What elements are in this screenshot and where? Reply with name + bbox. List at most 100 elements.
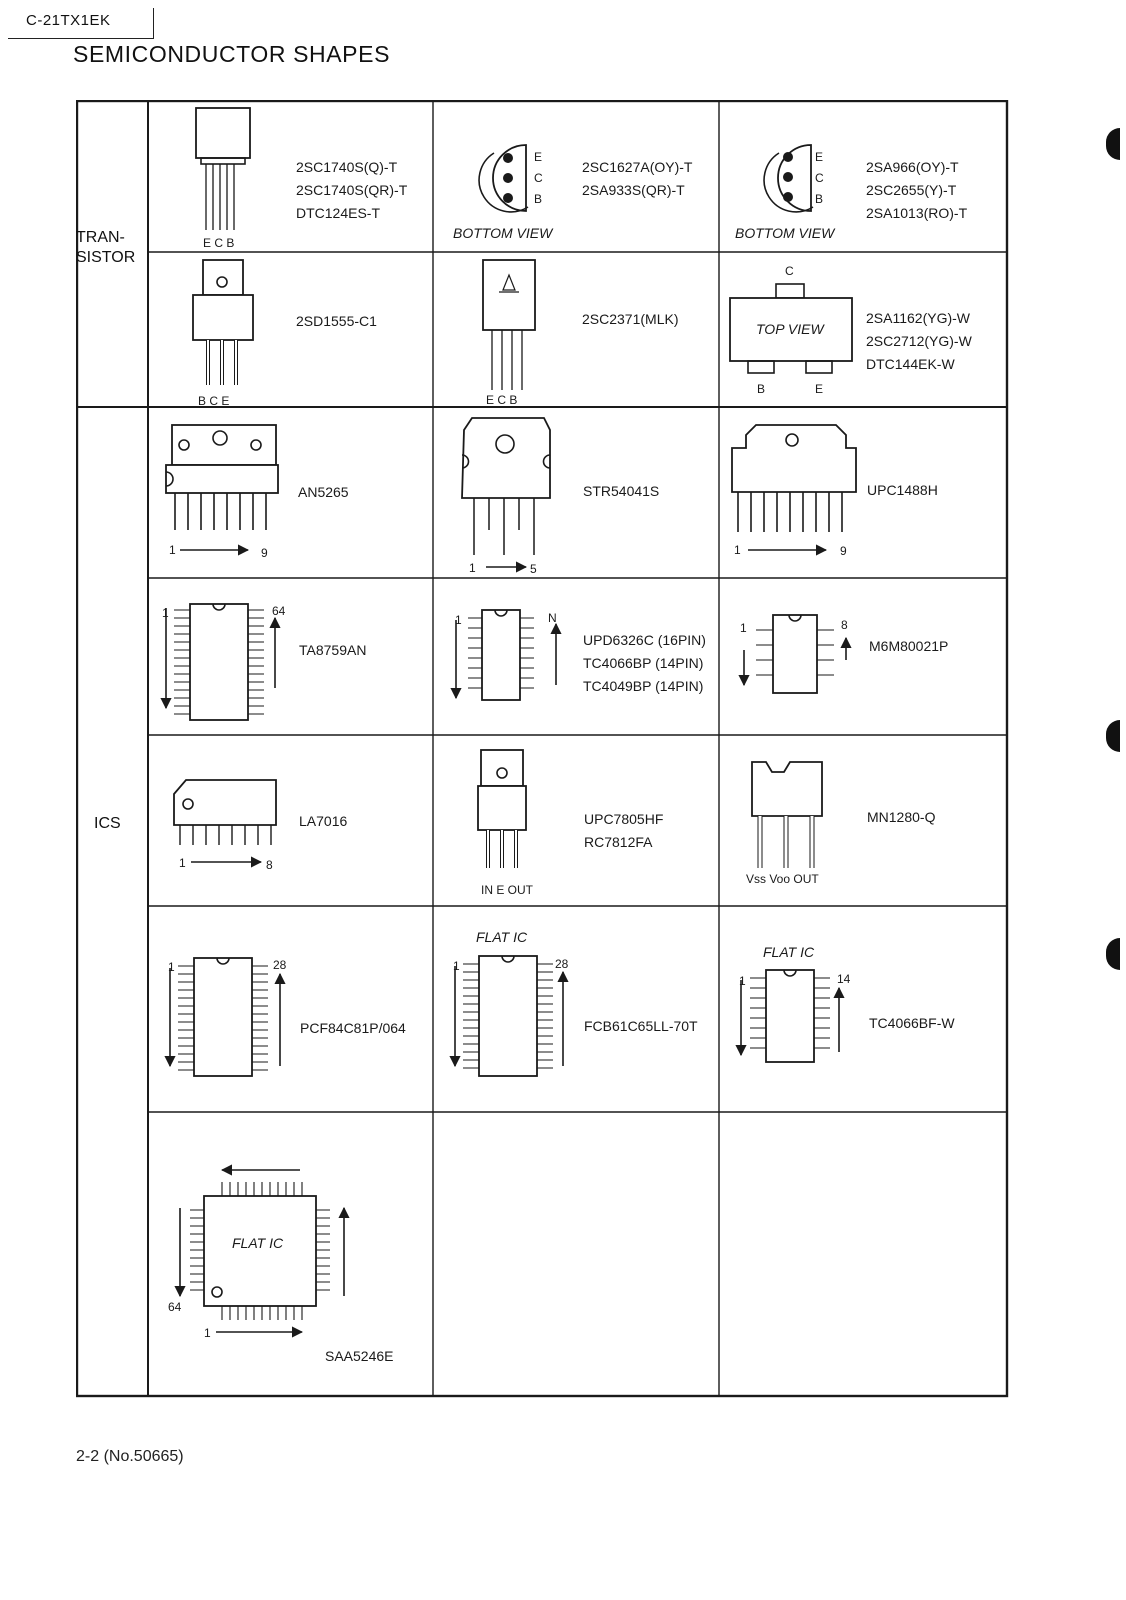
pin-labels-c14: IN E OUT [481, 883, 534, 897]
dip-8pin-drawing [738, 614, 852, 694]
part-number: 2SA1013(RO)-T [866, 205, 968, 221]
part-number: STR54041S [583, 483, 660, 499]
part-list-c4: 2SD1555-C1 [296, 310, 377, 333]
binder-hole-mark [1106, 938, 1120, 970]
part-number: DTC124ES-T [296, 205, 381, 221]
dip-n-pin-drawing [450, 609, 562, 701]
table-grid [76, 100, 1009, 1398]
part-list-c12: M6M80021P [869, 635, 948, 658]
pin-labels-c4: B C E [198, 394, 230, 408]
part-number: 2SC2712(YG)-W [866, 333, 972, 349]
part-list-c8: STR54041S [583, 480, 659, 503]
part-list-c18: TC4066BF-W [869, 1012, 955, 1035]
pin-last-c11: N [548, 611, 557, 625]
pin-label-b: B [815, 192, 824, 206]
sot23-top-view-drawing [729, 283, 853, 374]
semiconductor-drawings [76, 100, 1009, 1398]
view-label-c2: BOTTOM VIEW [453, 225, 553, 241]
sip-3pin-drawing [751, 761, 823, 868]
part-number: PCF84C81P/064 [300, 1020, 406, 1036]
part-number: UPC7805HF [584, 811, 664, 827]
part-list-c14: UPC7805HF RC7812FA [584, 808, 663, 854]
part-list-c11: UPD6326C (16PIN) TC4066BP (14PIN) TC4049… [583, 629, 706, 698]
pin-first-c17: 1 [453, 959, 460, 973]
qfp-64pin-drawing [174, 1164, 350, 1338]
part-number: 2SA933S(QR)-T [582, 182, 685, 198]
dip-64pin-drawing [160, 603, 281, 721]
page-title: SEMICONDUCTOR SHAPES [73, 41, 391, 67]
group-label-line: SISTOR [76, 249, 136, 266]
view-label-c6: TOP VIEW [756, 321, 824, 337]
to92-bottom-view-drawing [478, 144, 529, 213]
part-number: FCB61C65LL-70T [584, 1018, 698, 1034]
pin-label-b: B [757, 382, 766, 396]
part-number: TC4066BP (14PIN) [583, 655, 704, 671]
part-list-c10: TA8759AN [299, 639, 366, 662]
part-list-c19: SAA5246E [325, 1345, 394, 1368]
pin-last-c18: 14 [837, 972, 851, 986]
pin-last-c10: 64 [272, 604, 286, 618]
pin-first-c19: 1 [204, 1326, 211, 1340]
part-number: TA8759AN [299, 642, 367, 658]
sip-9pin-drawing [165, 424, 279, 556]
pin-label-c: C [815, 171, 824, 185]
pin-label-c: C [534, 171, 543, 185]
part-number: SAA5246E [325, 1348, 394, 1364]
pin-label-e: E [815, 382, 824, 396]
part-number: MN1280-Q [867, 809, 936, 825]
pin-first-c16: 1 [168, 960, 175, 974]
pin-first-c7: 1 [169, 543, 176, 557]
to220-regulator-drawing [477, 749, 527, 868]
part-number: TC4049BP (14PIN) [583, 678, 704, 694]
part-number: TC4066BF-W [869, 1015, 955, 1031]
part-list-c9: UPC1488H [867, 479, 938, 502]
model-tab: C-21TX1EK [8, 8, 154, 39]
sip-9pin-drawing-2 [731, 424, 857, 556]
group-label-ics: ICS [94, 815, 121, 832]
binder-hole-mark [1106, 720, 1120, 752]
binder-hole-mark [1106, 128, 1120, 160]
flat-dip-14pin-drawing [735, 969, 845, 1063]
page-footer: 2-2 (No.50665) [76, 1448, 184, 1465]
view-label-c3: BOTTOM VIEW [735, 225, 835, 241]
part-number: 2SC1627A(OY)-T [582, 159, 693, 175]
part-list-c3: 2SA966(OY)-T 2SC2655(Y)-T 2SA1013(RO)-T [866, 156, 967, 225]
flat-dip-28pin-drawing [449, 955, 569, 1077]
to126-tab-drawing [482, 259, 536, 390]
to126-drawing [192, 259, 254, 385]
pin-last-c13: 8 [266, 858, 273, 872]
part-number: RC7812FA [584, 834, 653, 850]
sip-5pin-power-drawing [461, 417, 551, 573]
part-list-c15: MN1280-Q [867, 806, 935, 829]
part-number: DTC144EK-W [866, 356, 955, 372]
pin-label-e: E [534, 150, 543, 164]
flat-ic-tag-c17: FLAT IC [476, 929, 528, 945]
part-list-c16: PCF84C81P/064 [300, 1017, 406, 1040]
part-list-c17: FCB61C65LL-70T [584, 1015, 698, 1038]
part-list-c2: 2SC1627A(OY)-T 2SA933S(QR)-T [582, 156, 692, 202]
dip-28pin-drawing [164, 957, 286, 1077]
part-list-c1: 2SC1740S(Q)-T 2SC1740S(QR)-T DTC124ES-T [296, 156, 407, 225]
pin-last-c12: 8 [841, 618, 848, 632]
pin-label-c: C [785, 264, 794, 278]
group-label-transistor: TRAN- SISTOR [76, 228, 135, 268]
part-number: 2SC1740S(Q)-T [296, 159, 398, 175]
pin-last-c8: 5 [530, 562, 537, 576]
pin-label-b: B [534, 192, 543, 206]
part-list-c5: 2SC2371(MLK) [582, 308, 679, 331]
part-number: 2SA966(OY)-T [866, 159, 959, 175]
pin-first-c13: 1 [179, 856, 186, 870]
flat-ic-tag-c19: FLAT IC [232, 1235, 284, 1251]
pin-last-c9: 9 [840, 544, 847, 558]
pin-labels-c5: E C B [486, 393, 518, 407]
part-number: 2SC2655(Y)-T [866, 182, 957, 198]
pin-last-c16: 28 [273, 958, 287, 972]
flat-ic-tag-c18: FLAT IC [763, 944, 815, 960]
pin-first-c10: 1 [162, 606, 169, 620]
part-list-c6: 2SA1162(YG)-W 2SC2712(YG)-W DTC144EK-W [866, 307, 972, 376]
part-number: M6M80021P [869, 638, 949, 654]
part-number: 2SC1740S(QR)-T [296, 182, 408, 198]
part-number: AN5265 [298, 484, 349, 500]
pin-first-c11: 1 [455, 613, 462, 627]
pin-label-e: E [815, 150, 824, 164]
